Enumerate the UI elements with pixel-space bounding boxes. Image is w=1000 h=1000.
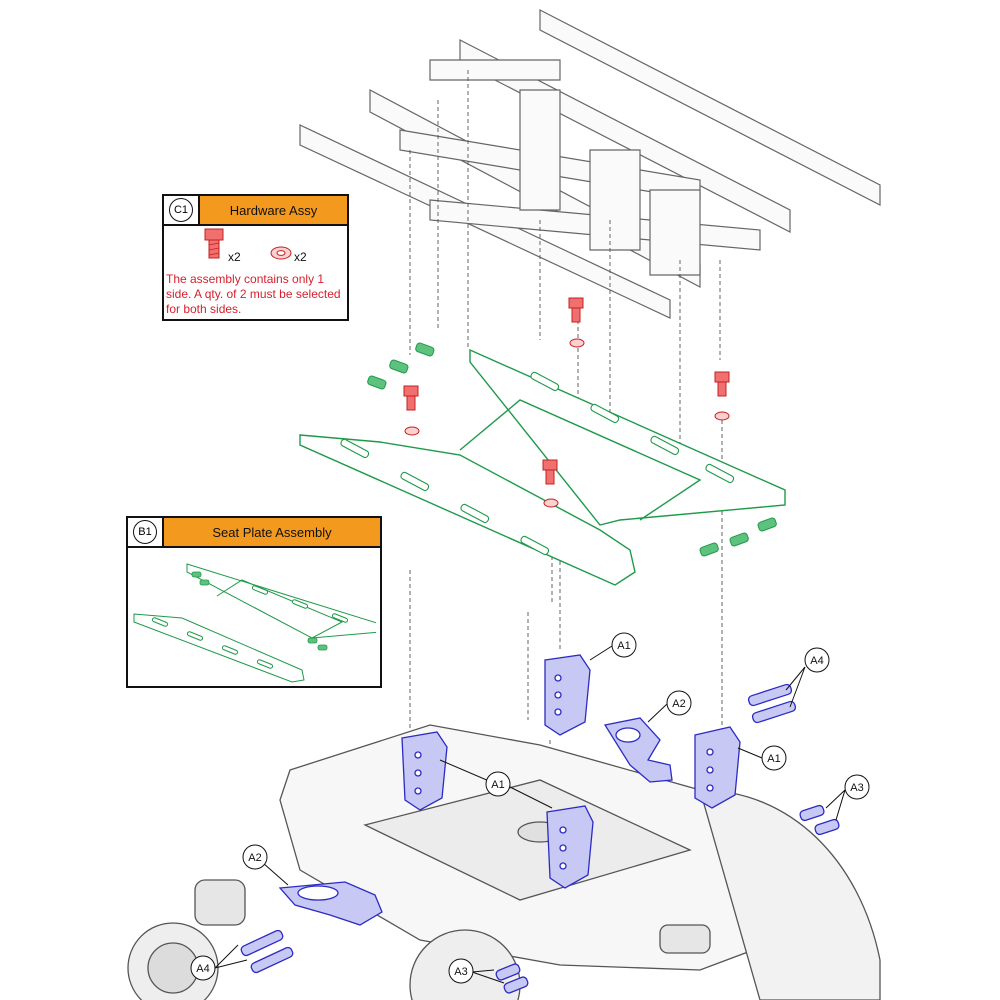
callout-a2-right: A2 xyxy=(666,690,692,716)
bolt-qty: x2 xyxy=(228,250,241,264)
svg-text:A4: A4 xyxy=(196,963,209,975)
svg-text:A1: A1 xyxy=(491,779,504,791)
seat-plate-thumbnail xyxy=(133,563,376,683)
svg-text:A1: A1 xyxy=(767,753,780,765)
blue-parts xyxy=(240,654,840,994)
hardware-assy-id: C1 xyxy=(169,198,193,222)
washer-qty: x2 xyxy=(294,250,307,264)
hardware-assy-note: The assembly contains only 1 side. A qty… xyxy=(166,272,341,316)
seat-frame xyxy=(299,9,881,319)
seat-plate-assembly-header: B1 Seat Plate Assembly xyxy=(128,518,380,548)
callout-a1-center: A1 xyxy=(485,771,511,797)
hardware-assy-title: Hardware Assy xyxy=(200,196,347,224)
hardware-bolts xyxy=(403,297,730,508)
seat-plate-assembly-id-cell: B1 xyxy=(128,518,164,546)
svg-text:A2: A2 xyxy=(672,698,685,710)
svg-text:A2: A2 xyxy=(248,852,261,864)
hardware-assy-id-cell: C1 xyxy=(164,196,200,224)
seat-plate-screws xyxy=(367,342,777,557)
hardware-assy-header: C1 Hardware Assy xyxy=(164,196,347,226)
washer-icon xyxy=(270,246,292,260)
callout-a1-top: A1 xyxy=(611,632,637,658)
callout-a3-right: A3 xyxy=(844,774,870,800)
callout-a3-bottom: A3 xyxy=(448,958,474,984)
hardware-assy-box: C1 Hardware Assy x2 x2 The assembly cont… xyxy=(162,194,349,321)
seat-plate-assembly-id: B1 xyxy=(133,520,157,544)
svg-text:A3: A3 xyxy=(850,782,863,794)
svg-text:A1: A1 xyxy=(617,640,630,652)
svg-text:A4: A4 xyxy=(810,655,823,667)
bolt-icon xyxy=(204,228,224,259)
callout-leaders xyxy=(214,645,846,984)
svg-text:A3: A3 xyxy=(454,966,467,978)
callout-a4-right: A4 xyxy=(804,647,830,673)
seat-plate-assembly-box: B1 Seat Plate Assembly xyxy=(126,516,382,688)
seat-plate xyxy=(299,348,786,586)
callout-a1-right: A1 xyxy=(761,745,787,771)
callout-a4-left: A4 xyxy=(190,955,216,981)
seat-plate-assembly-title: Seat Plate Assembly xyxy=(164,518,380,546)
callout-a2-left: A2 xyxy=(242,844,268,870)
